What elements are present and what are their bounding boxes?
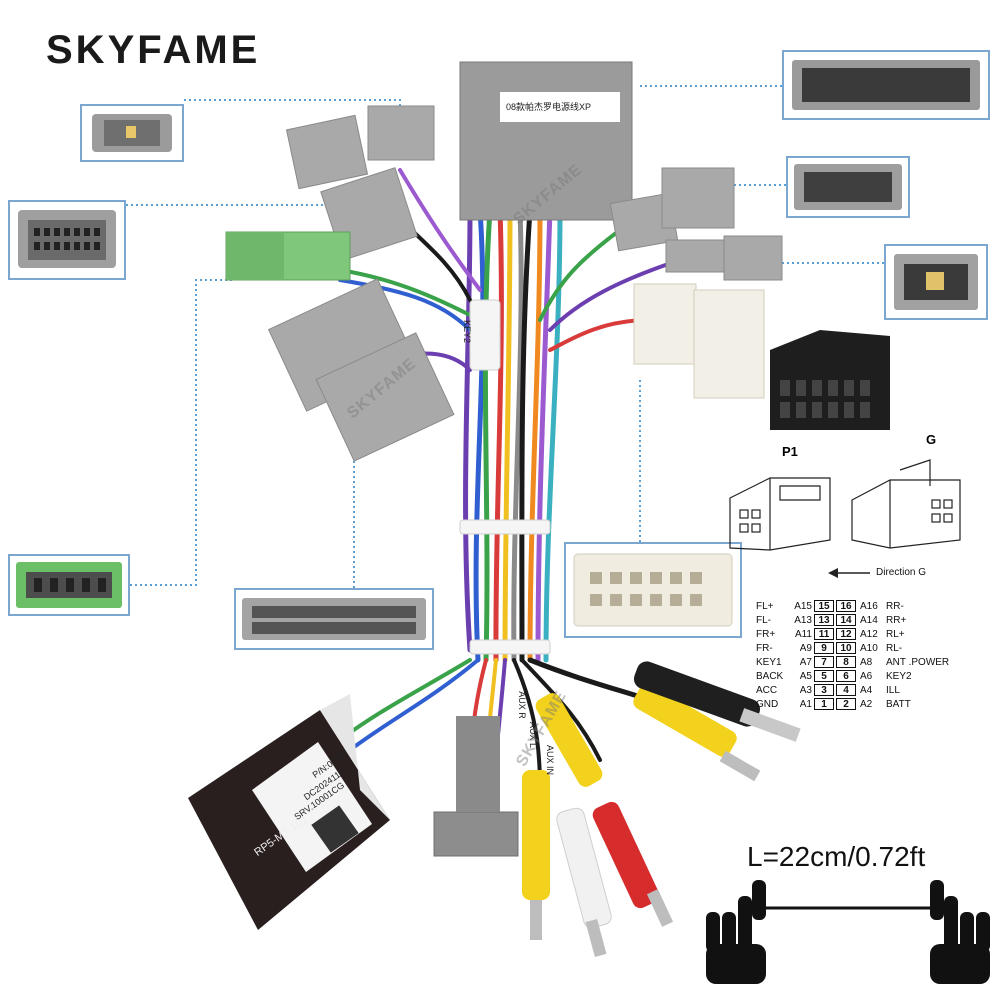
pin-right-code: A10 xyxy=(860,643,878,654)
p1-connector-drawing xyxy=(729,477,831,551)
pin-right-number: 10 xyxy=(836,642,856,654)
main-power-box xyxy=(459,61,633,221)
cable-label-aux-r: AUX R xyxy=(516,691,527,719)
thumb-connector-white xyxy=(564,542,742,638)
left-gray-connectors xyxy=(267,105,455,462)
wire-bundle xyxy=(338,168,682,822)
pin-right-code: A6 xyxy=(860,671,873,682)
pin-right-label: RL- xyxy=(886,643,903,654)
g-title: G xyxy=(926,432,937,447)
pin-right-number: 12 xyxy=(836,628,856,640)
pin-left-code: A13 xyxy=(794,615,812,626)
pin-left-code: A5 xyxy=(799,671,812,682)
key-tag-label: KEY2 xyxy=(462,320,472,344)
pin-right-number: 14 xyxy=(836,614,856,626)
pin-left-label: BACK xyxy=(756,671,784,682)
pin-right-label: RR- xyxy=(886,601,904,612)
pin-left-label: GND xyxy=(756,699,779,710)
g-connector-drawing xyxy=(851,459,961,549)
pin-left-label: KEY1 xyxy=(756,657,782,668)
white-connector xyxy=(633,283,765,399)
rca-yellow-right1 xyxy=(535,693,603,787)
thumb-connector-left-top xyxy=(80,104,184,162)
p1-title: P1 xyxy=(782,444,798,459)
pin-right-label: RR+ xyxy=(886,615,907,626)
rca-yellow-left xyxy=(522,770,550,940)
pin-left-number: 1 xyxy=(814,698,834,710)
rca-white xyxy=(556,807,612,957)
cable-label-aux-in: AUX IN xyxy=(545,744,556,776)
thumb-connector-left-mid xyxy=(8,200,126,280)
thumb-connector-bottom-gray xyxy=(234,588,434,650)
pin-right-label: BATT xyxy=(886,699,911,710)
direction-label: Direction G xyxy=(876,567,927,578)
antenna-plug xyxy=(633,661,801,742)
pin-left-number: 3 xyxy=(814,684,834,696)
pin-left-code: A11 xyxy=(794,629,812,640)
pin-left-code: A1 xyxy=(799,699,812,710)
pin-left-label: ACC xyxy=(756,685,778,696)
thumb-connector-right-top xyxy=(782,50,990,120)
pin-left-number: 13 xyxy=(814,614,834,626)
pin-right-number: 2 xyxy=(836,698,856,710)
pin-right-number: 16 xyxy=(836,600,856,612)
length-indicator xyxy=(706,880,990,984)
gray-plug-bottom xyxy=(433,716,519,857)
hand-right-icon xyxy=(930,880,990,984)
pin-right-code: A4 xyxy=(860,685,873,696)
pin-right-code: A12 xyxy=(860,629,878,640)
pin-right-code: A8 xyxy=(860,657,873,668)
rca-plugs xyxy=(522,661,801,957)
direction-arrow xyxy=(828,568,870,578)
length-label: L=22cm/0.72ft xyxy=(747,841,926,872)
pin-right-label: ANT .POWER xyxy=(886,657,950,668)
pin-left-label: FR- xyxy=(756,643,773,654)
rca-red xyxy=(592,801,674,927)
thumb-connector-left-green xyxy=(8,554,130,616)
pin-right-number: 4 xyxy=(836,684,856,696)
thumb-connector-right-mid2 xyxy=(884,244,988,320)
hand-left-icon xyxy=(706,880,766,984)
decoder-module xyxy=(188,694,390,930)
rca-yellow-right2 xyxy=(633,683,761,782)
main-box-label: 08款帕杰罗电源线XP xyxy=(506,102,592,112)
pin-left-code: A7 xyxy=(799,657,812,668)
pin-right-code: A16 xyxy=(860,601,878,612)
cable-ties xyxy=(459,299,551,655)
pin-right-code: A14 xyxy=(860,615,878,626)
green-connector xyxy=(225,231,351,281)
pin-left-label: FL- xyxy=(756,615,771,626)
pin-left-number: 9 xyxy=(814,642,834,654)
pin-right-label: ILL xyxy=(886,685,900,696)
brand-logo: SKYFAME xyxy=(46,28,261,72)
pin-left-number: 7 xyxy=(814,656,834,668)
pin-right-label: RL+ xyxy=(886,629,905,640)
pin-right-code: A2 xyxy=(860,699,873,710)
thumb-connector-right-mid1 xyxy=(786,156,910,218)
pin-left-label: FR+ xyxy=(756,629,776,640)
black-iso-connector xyxy=(770,330,890,430)
right-gray-connectors xyxy=(609,167,783,281)
pin-left-number: 15 xyxy=(814,600,834,612)
pin-left-code: A3 xyxy=(799,685,812,696)
pin-left-number: 5 xyxy=(814,670,834,682)
pin-right-number: 6 xyxy=(836,670,856,682)
pin-left-label: FL+ xyxy=(756,601,774,612)
pin-right-number: 8 xyxy=(836,656,856,668)
pin-left-code: A9 xyxy=(799,643,812,654)
pin-left-code: A15 xyxy=(794,601,812,612)
pin-left-number: 11 xyxy=(814,628,834,640)
pin-right-label: KEY2 xyxy=(886,671,912,682)
